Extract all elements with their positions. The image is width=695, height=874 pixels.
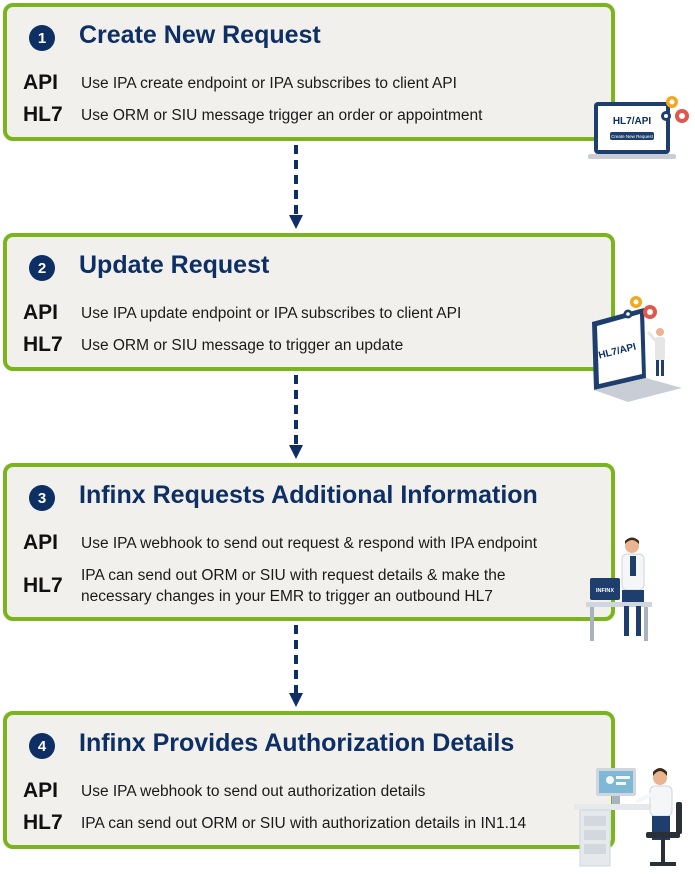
step-1-api-row: API Use IPA create endpoint or IPA subsc… — [23, 71, 551, 95]
step-3-api-text: Use IPA webhook to send out request & re… — [81, 534, 538, 552]
step-1-hl7-text: Use ORM or SIU message trigger an order … — [81, 106, 483, 124]
step-2-hl7-text: Use ORM or SIU message to trigger an upd… — [81, 336, 404, 354]
step-2-hl7-label: HL7 — [23, 333, 63, 356]
step-1-title: Create New Request — [79, 21, 321, 49]
step-1-api-label: API — [23, 71, 59, 94]
monitor-3-screen-title: INFINX — [596, 588, 614, 594]
step-3-api-label: API — [23, 531, 59, 554]
person-at-computer-icon — [574, 768, 682, 867]
step-1-api-text: Use IPA create endpoint or IPA subscribe… — [81, 74, 457, 92]
step-3-api-row: API Use IPA webhook to send out request … — [23, 531, 551, 555]
step-3-badge: 3 — [29, 485, 55, 511]
step-3-hl7-text: IPA can send out ORM or SIU with request… — [81, 567, 506, 605]
arrow-3-to-4 — [289, 625, 303, 707]
step-4-box: 4 Infinx Provides Authorization Details … — [3, 711, 615, 849]
step-2-title: Update Request — [79, 251, 270, 279]
step-3-title: Infinx Requests Additional Information — [79, 481, 538, 509]
step-3-hl7-label: HL7 — [23, 574, 63, 597]
step-2-box: 2 Update Request API Use IPA update endp… — [3, 233, 615, 371]
step-4-api-text: Use IPA webhook to send out authorizatio… — [81, 782, 426, 800]
step-2-hl7-row: HL7 Use ORM or SIU message to trigger an… — [23, 333, 551, 357]
step-1-badge: 1 — [29, 25, 55, 51]
step-4-title: Infinx Provides Authorization Details — [79, 729, 515, 757]
laptop-gears-icon: HL7/API Create New Request — [588, 96, 689, 159]
laptop-1-screen-button: Create New Request — [611, 134, 654, 139]
step-3-hl7-row: HL7 IPA can send out ORM or SIU with req… — [23, 565, 541, 607]
step-1-hl7-row: HL7 Use ORM or SIU message trigger an or… — [23, 103, 551, 127]
step-2-api-label: API — [23, 301, 59, 324]
arrow-1-to-2 — [289, 145, 303, 229]
step-4-api-label: API — [23, 779, 59, 802]
laptop-person-gears-icon: HL7/API — [592, 296, 682, 402]
step-2-api-row: API Use IPA update endpoint or IPA subsc… — [23, 301, 551, 325]
laptop-1-screen-title: HL7/API — [613, 116, 652, 127]
step-2-api-text: Use IPA update endpoint or IPA subscribe… — [81, 304, 462, 322]
step-2-badge: 2 — [29, 255, 55, 281]
step-3-box: 3 Infinx Requests Additional Information… — [3, 463, 615, 621]
step-1-box: 1 Create New Request API Use IPA create … — [3, 3, 615, 141]
step-4-hl7-row: HL7 IPA can send out ORM or SIU with aut… — [23, 811, 551, 835]
doctor-at-desk-icon: INFINX — [586, 537, 652, 641]
step-1-hl7-label: HL7 — [23, 103, 63, 126]
step-4-badge: 4 — [29, 733, 55, 759]
step-4-hl7-text: IPA can send out ORM or SIU with authori… — [81, 814, 527, 832]
step-4-hl7-label: HL7 — [23, 811, 63, 834]
step-4-api-row: API Use IPA webhook to send out authoriz… — [23, 779, 551, 803]
arrow-2-to-3 — [289, 375, 303, 459]
